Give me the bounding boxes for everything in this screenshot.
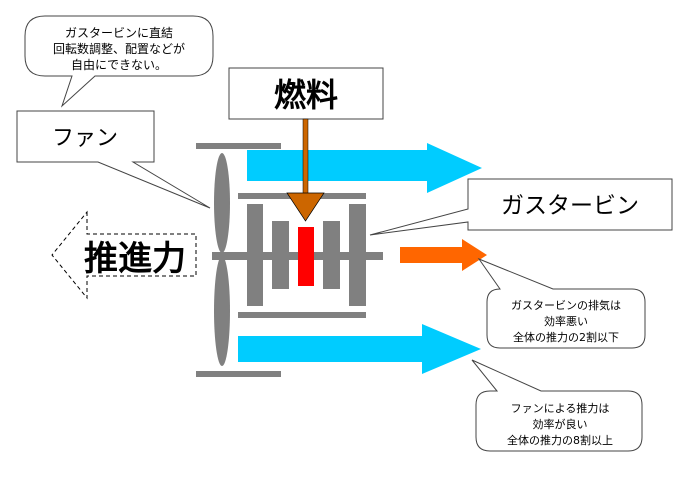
- fan-casing-bottom: [196, 371, 281, 377]
- callout-line: 全体の推力の2割以下: [513, 330, 619, 344]
- fan-label-callout: ファン: [16, 110, 211, 209]
- fuel-label-box: 燃料: [228, 67, 384, 120]
- fan-blade-upper: [214, 153, 230, 253]
- shaft: [212, 252, 383, 260]
- label-box: [369, 178, 673, 236]
- bypass-flow-arrow-top: [247, 143, 482, 193]
- callout-line: 回転数調整、配置などが: [53, 41, 185, 56]
- thrust-arrow: 推進力: [51, 210, 197, 300]
- callout-line: ガスタービンの排気は: [511, 298, 621, 312]
- callout-fan-thrust: ファンによる推力は 効率が良い 全体の推力の8割以上: [471, 359, 643, 452]
- fuel-arrow-shaft: [302, 118, 309, 195]
- combustor: [298, 227, 314, 286]
- callout-bubble: [471, 359, 643, 452]
- core-casing-bottom: [238, 312, 366, 318]
- callout-exhaust: ガスタービンの排気は 効率悪い 全体の推力の2割以下: [477, 257, 646, 349]
- fuel-arrow-head: [286, 192, 325, 222]
- gas-turbine-label-callout: ガスタービン: [369, 178, 673, 236]
- fuel-arrow: [286, 118, 325, 222]
- callout-line: ファンによる推力は: [511, 401, 610, 415]
- label-box: [16, 110, 211, 209]
- fan-casing-top: [196, 143, 281, 149]
- callout-line: 効率が良い: [533, 417, 588, 431]
- callout-bubble: [24, 15, 214, 108]
- exhaust-flow-arrow: [400, 239, 487, 271]
- thrust-arrow-outline: [51, 210, 197, 300]
- fan-label: ファン: [52, 126, 118, 151]
- label-box: [228, 67, 384, 120]
- gas-turbine-label: ガスタービン: [501, 193, 639, 219]
- callout-line: 全体の推力の8割以上: [507, 433, 613, 447]
- callout-line: ガスタービンに直結: [65, 26, 173, 40]
- callout-fan-coupling: ガスタービンに直結 回転数調整、配置などが 自由にできない。: [24, 15, 214, 108]
- bypass-flow-arrow-bottom: [238, 324, 481, 374]
- callout-line: 効率悪い: [544, 314, 588, 328]
- callout-bubble: [477, 257, 646, 349]
- fuel-label: 燃料: [274, 76, 338, 114]
- fan-blade-lower: [214, 256, 230, 366]
- thrust-label: 推進力: [84, 239, 186, 279]
- callout-line: 自由にできない。: [71, 58, 167, 72]
